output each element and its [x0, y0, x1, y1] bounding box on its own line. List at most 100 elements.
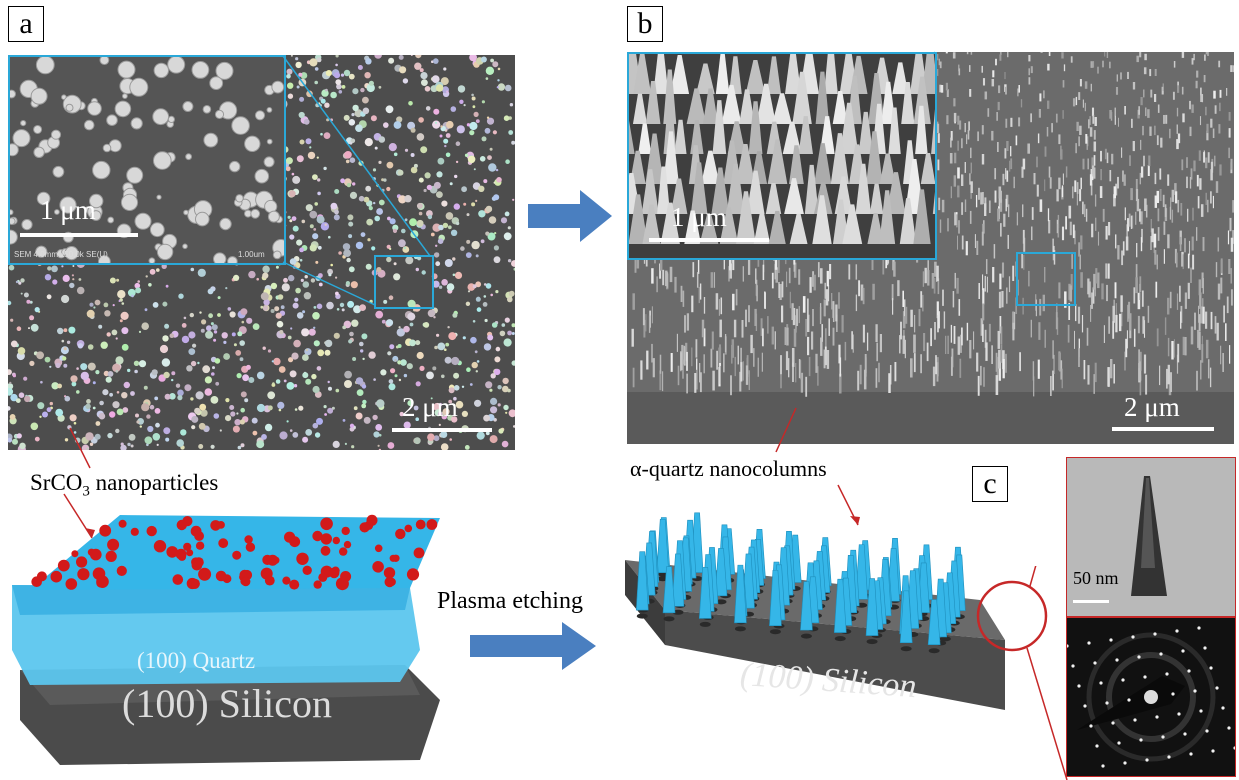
- sem-particle: [427, 214, 433, 220]
- sem-particle: [367, 238, 371, 242]
- sem-particle: [296, 155, 304, 163]
- sem-particle: [95, 421, 101, 426]
- sem-particle: [235, 350, 242, 356]
- sem-particle: [286, 420, 289, 423]
- sem-particle: [344, 442, 347, 445]
- sem-particle: [256, 403, 266, 413]
- sem-inset-particle: [114, 100, 132, 118]
- sem-particle: [210, 396, 219, 404]
- sem-particle: [289, 234, 295, 240]
- sem-particle: [303, 118, 310, 125]
- nanocolumn: [671, 553, 685, 607]
- pointer-a-top: [69, 427, 91, 469]
- sem-particle: [507, 259, 512, 263]
- sem-particle: [511, 260, 515, 267]
- sem-particle: [98, 324, 103, 329]
- srco3-particle: [176, 519, 187, 531]
- sem-particle: [432, 223, 441, 232]
- sem-particle: [63, 363, 68, 368]
- sem-particle: [361, 384, 367, 389]
- srco3-particle: [260, 567, 273, 580]
- sem-particle: [387, 442, 395, 449]
- sem-particle: [128, 433, 136, 441]
- sem-particle: [308, 328, 316, 336]
- sem-particle: [389, 218, 396, 225]
- sem-particle: [453, 203, 460, 210]
- sem-particle: [223, 353, 231, 360]
- sem-inset-column: [686, 88, 707, 124]
- nanocolumn: [865, 578, 879, 636]
- sem-inset-b: 1 μm: [627, 52, 937, 260]
- sem-particle: [205, 330, 214, 339]
- srco3-particle: [302, 565, 312, 575]
- sem-particle: [232, 425, 240, 433]
- sem-inset-column: [657, 166, 671, 214]
- sem-particle: [330, 202, 338, 210]
- sem-particle: [295, 57, 299, 61]
- sem-particle: [435, 244, 438, 247]
- sem-inset-particle: [20, 120, 27, 127]
- sem-particle: [280, 305, 285, 310]
- sem-inset-column: [719, 207, 739, 244]
- sem-inset-particle: [229, 160, 241, 173]
- sem-particle: [190, 360, 197, 367]
- sem-particle: [513, 425, 515, 428]
- sem-particle: [77, 343, 84, 349]
- srco3-particle: [191, 580, 200, 589]
- sem-inset-column: [670, 54, 690, 94]
- sem-particle: [120, 442, 124, 446]
- sem-particle: [365, 58, 372, 65]
- sem-particle: [389, 247, 392, 250]
- sem-inset-column: [901, 81, 915, 124]
- sem-particle: [344, 370, 352, 379]
- sem-particle: [474, 399, 482, 407]
- sem-particle: [348, 339, 353, 344]
- sem-particle: [465, 301, 471, 306]
- sem-particle: [431, 60, 434, 63]
- sem-particle: [475, 254, 479, 258]
- sem-particle: [414, 62, 422, 70]
- sem-particle: [361, 333, 368, 340]
- sem-particle: [446, 90, 449, 93]
- sem-particle: [290, 327, 293, 330]
- sem-particle: [288, 190, 296, 198]
- srco3-particle: [76, 556, 88, 568]
- sem-particle: [435, 261, 441, 267]
- srco3-particle: [241, 577, 251, 587]
- sem-particle: [442, 408, 450, 416]
- sem-inset-particle: [209, 76, 224, 91]
- sem-particle: [109, 277, 116, 284]
- sem-particle: [76, 390, 80, 394]
- srco3-particle: [341, 526, 350, 536]
- sem-particle: [508, 290, 515, 297]
- sem-particle: [388, 383, 396, 391]
- sem-particle: [355, 241, 364, 250]
- sem-inset-column: [629, 194, 648, 244]
- sem-particle: [119, 319, 123, 323]
- sem-particle: [316, 366, 322, 371]
- sem-particle: [285, 157, 293, 165]
- sem-particle: [505, 411, 508, 414]
- srco3-particle: [343, 540, 352, 549]
- scale-text-b-inset: 1 μm: [671, 202, 727, 232]
- sem-particle: [210, 322, 214, 326]
- sem-particle: [443, 138, 449, 144]
- sem-particle: [116, 391, 120, 394]
- sem-inset-particle: [107, 216, 115, 224]
- sem-inset-column: [629, 120, 635, 154]
- sem-particle: [357, 65, 363, 70]
- sem-particle: [497, 403, 501, 407]
- sem-particle: [312, 422, 319, 429]
- sem-particle: [299, 96, 305, 102]
- sem-particle: [296, 312, 304, 319]
- zoom-line-a-top: [282, 55, 431, 257]
- sem-particle: [315, 260, 319, 264]
- sem-particle: [225, 287, 228, 290]
- sem-inset-column: [792, 71, 812, 124]
- sem-particle: [285, 166, 291, 172]
- sem-particle: [121, 392, 128, 399]
- sem-particle: [200, 409, 208, 417]
- sem-particle: [454, 174, 458, 179]
- sem-inset-particle: [235, 194, 244, 203]
- sem-particle: [278, 408, 282, 412]
